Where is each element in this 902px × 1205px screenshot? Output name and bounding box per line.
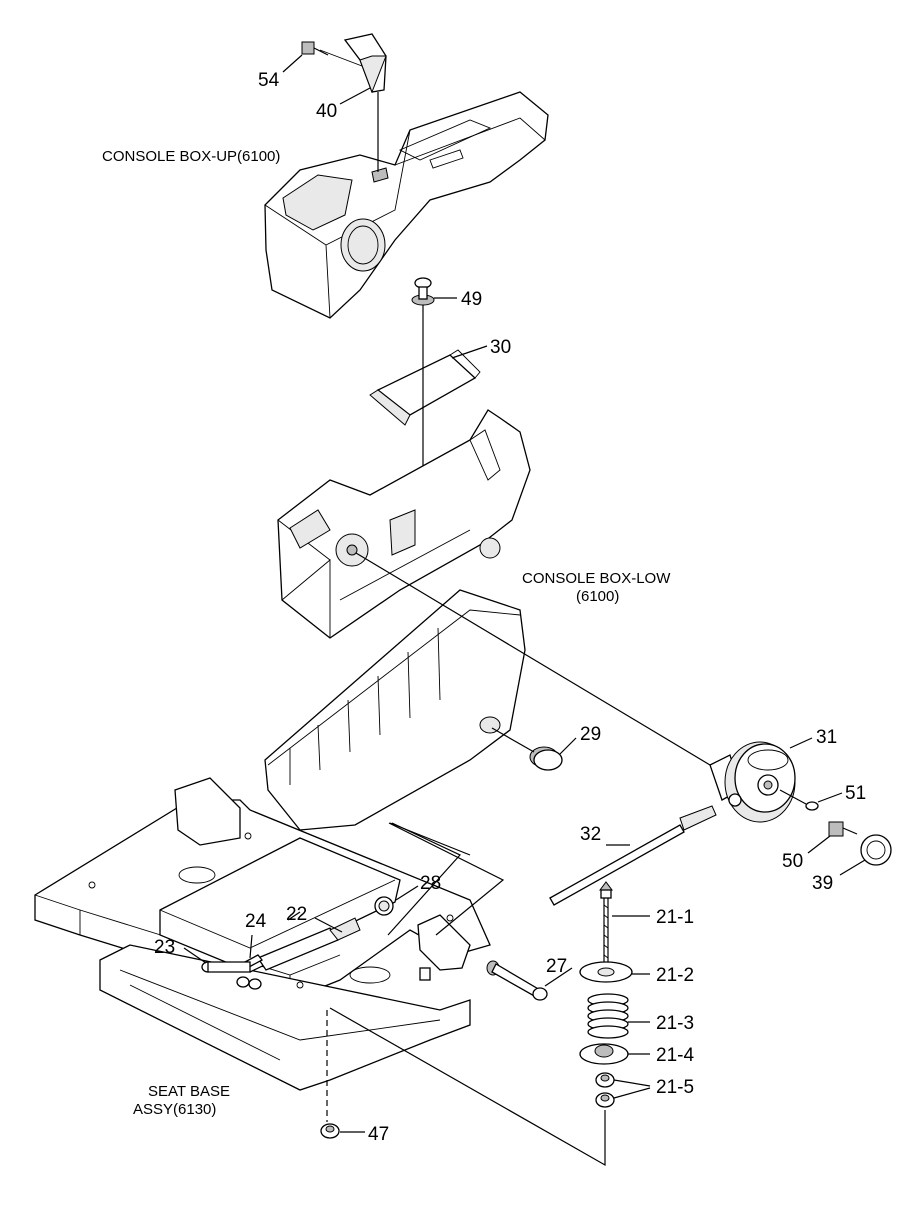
leader-31-line [355, 552, 711, 766]
callout-30: 30 [490, 337, 511, 358]
callout-29: 29 [580, 724, 601, 745]
leader-51 [817, 792, 843, 803]
label-console-box-up: CONSOLE BOX-UP(6100) [102, 148, 280, 165]
connect-line-tray-seat [387, 822, 461, 936]
part-29-cap [491, 727, 563, 771]
part-27-bolt [486, 960, 548, 1001]
part-22-gas-spring [257, 917, 361, 971]
leader-28 [395, 885, 419, 901]
callout-21-5: 21-5 [656, 1077, 694, 1098]
leader-21-5a [613, 1079, 651, 1087]
callout-39: 39 [812, 873, 833, 894]
leader-21-5b [613, 1087, 651, 1099]
leader-40 [339, 87, 371, 105]
connect-line-a [389, 822, 471, 856]
callout-40: 40 [316, 101, 337, 122]
part-50-screw [828, 821, 858, 837]
label-console-box-low: CONSOLE BOX-LOW [522, 570, 671, 587]
console-box-low-tray [264, 589, 526, 831]
label-seat-base-code: ASSY(6130) [133, 1101, 216, 1118]
leader-50 [807, 835, 831, 854]
connect-line-b [388, 822, 505, 936]
leader-23 [183, 947, 207, 964]
part-21-4-washer [579, 1043, 629, 1065]
callout-22: 22 [286, 904, 307, 925]
label-console-box-low-code: (6100) [576, 588, 619, 605]
callout-51: 51 [845, 783, 866, 804]
callout-50: 50 [782, 851, 803, 872]
part-32-rod [549, 805, 717, 906]
callout-21-1: 21-1 [656, 907, 694, 928]
part-21-2-washer [579, 961, 633, 983]
callout-47: 47 [368, 1124, 389, 1145]
label-seat-base: SEAT BASE [148, 1083, 230, 1100]
part-31-knob [709, 741, 796, 823]
part-51-washer [779, 789, 819, 811]
leader-31 [789, 737, 813, 749]
leader-30 [451, 345, 488, 359]
part-40-lever [319, 33, 387, 94]
leader-39 [839, 859, 866, 876]
callout-24: 24 [245, 911, 267, 932]
callout-21-3: 21-3 [656, 1013, 694, 1034]
connect-line-bolt-stack [329, 1007, 606, 1167]
part-21-3-spring [587, 993, 629, 1039]
callout-31: 31 [816, 727, 837, 748]
callout-21-4: 21-4 [656, 1045, 694, 1066]
leader-22 [287, 911, 301, 921]
callout-27: 27 [546, 956, 567, 977]
part-21-5-nuts [595, 1072, 615, 1108]
part-23-pins [201, 961, 262, 990]
part-21-1-bolt [599, 881, 613, 965]
leader-29 [559, 737, 577, 755]
leader-27 [544, 967, 573, 987]
callout-54: 54 [258, 70, 280, 91]
part-39-cap [860, 834, 892, 866]
part-47-nut [320, 1123, 340, 1139]
leader-54 [282, 54, 303, 73]
console-box-low-frame [277, 409, 531, 639]
part-30-plate [369, 349, 481, 426]
seat-base-assembly [34, 777, 491, 1091]
callout-28: 28 [420, 873, 441, 894]
console-box-up [264, 91, 549, 319]
callout-49: 49 [461, 289, 482, 310]
callout-21-2: 21-2 [656, 965, 694, 986]
part-49-bolt [411, 277, 435, 320]
callout-32: 32 [580, 824, 601, 845]
callout-23: 23 [154, 937, 175, 958]
part-28-bushing [374, 896, 394, 916]
part-54-screw [301, 41, 329, 56]
